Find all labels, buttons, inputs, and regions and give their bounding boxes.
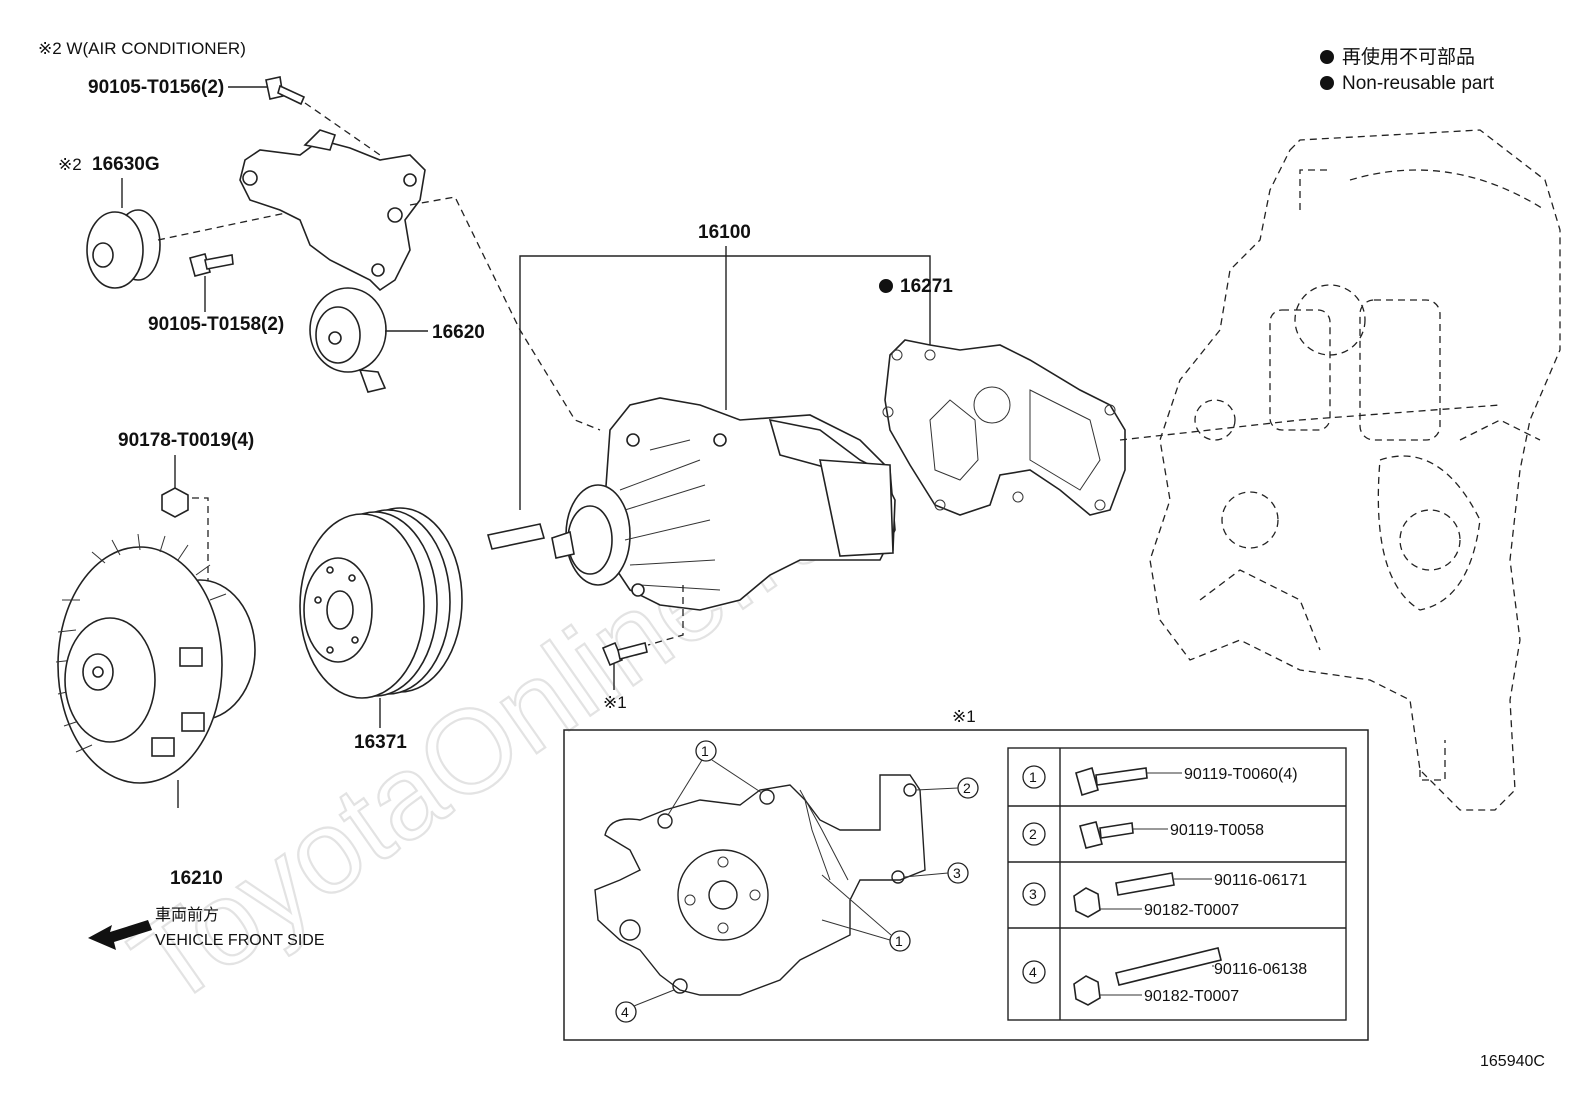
part-label-90105-t0158: 90105-T0158(2) bbox=[148, 314, 284, 335]
part-label-90105-t0156: 90105-T0156(2) bbox=[88, 77, 224, 98]
detail-box: ※1 1 2 3 bbox=[563, 707, 1369, 1041]
fluid-coupling-group: 16210 bbox=[55, 533, 256, 889]
part-label-90178-t0019: 90178-T0019(4) bbox=[118, 430, 254, 451]
vehicle-front-indicator: 車両前方 VEHICLE FRONT SIDE bbox=[88, 906, 325, 950]
callout-number: 1 bbox=[701, 743, 709, 759]
table-row: 3 90116-06171 90182-T0007 bbox=[1022, 872, 1307, 919]
non-reusable-legend: 再使用不可部品 Non-reusable part bbox=[1320, 46, 1495, 94]
part-label-16371: 16371 bbox=[354, 732, 407, 753]
aircon-note: ※2 W(AIR CONDITIONER) bbox=[38, 39, 246, 58]
bolt-icon bbox=[601, 641, 624, 667]
gasket-icon bbox=[884, 339, 1126, 516]
fastener-code: 90119-T0060(4) bbox=[1184, 766, 1298, 783]
callout-4: 4 bbox=[615, 989, 675, 1023]
table-row: 2 90119-T0058 bbox=[1022, 821, 1264, 849]
legend-en: Non-reusable part bbox=[1342, 73, 1495, 94]
part-label-ref1: ※1 bbox=[603, 693, 627, 712]
part-label-16620: 16620 bbox=[432, 322, 485, 343]
callout-number: 3 bbox=[953, 865, 961, 881]
fastener-code: 90182-T0007 bbox=[1144, 902, 1239, 919]
part-label-16271: 16271 bbox=[900, 276, 953, 297]
callout-number: 1 bbox=[895, 933, 903, 949]
fastener-code: 90182-T0007 bbox=[1144, 988, 1239, 1005]
fan-pulley-group: 16371 bbox=[299, 507, 463, 753]
fastener-code: 90116-06138 bbox=[1214, 961, 1307, 978]
row-number: 3 bbox=[1029, 886, 1037, 902]
idler-pulley-group: ※2 16630G bbox=[58, 154, 301, 289]
tensioner-group: 16620 bbox=[239, 129, 601, 431]
direction-jp: 車両前方 bbox=[155, 906, 219, 924]
non-reusable-bullet-icon bbox=[879, 279, 893, 293]
stud-icon bbox=[1115, 947, 1222, 986]
stud-icon bbox=[486, 523, 546, 550]
callout-3: 3 bbox=[903, 862, 969, 884]
fastener-code: 90119-T0058 bbox=[1170, 822, 1264, 839]
row-number: 4 bbox=[1029, 964, 1037, 980]
detail-title: ※1 bbox=[952, 707, 976, 726]
bolt-top-group: 90105-T0156(2) bbox=[88, 76, 381, 156]
table-row: 1 90119-T0060(4) bbox=[1022, 765, 1298, 797]
idler-pulley-mark: ※2 bbox=[58, 155, 82, 174]
bracket-bolt-group: 90105-T0158(2) bbox=[148, 253, 284, 335]
callout-2: 2 bbox=[915, 777, 979, 799]
pump-bolt-group: ※1 bbox=[601, 641, 648, 712]
stud-icon bbox=[1115, 872, 1175, 896]
bullet-icon bbox=[1320, 50, 1334, 64]
legend-jp: 再使用不可部品 bbox=[1342, 46, 1475, 68]
callout-1b: 1 bbox=[821, 874, 911, 952]
bullet-icon bbox=[1320, 76, 1334, 90]
table-row: 4 90116-06138 90182-T0007 bbox=[1022, 947, 1307, 1006]
figure-id: 165940C bbox=[1480, 1053, 1545, 1070]
fastener-table: 1 90119-T0060(4) 2 90119-T0058 3 bbox=[1007, 747, 1347, 1021]
callout-number: 2 bbox=[963, 780, 971, 796]
part-label-16630g: 16630G bbox=[92, 154, 160, 175]
direction-en: VEHICLE FRONT SIDE bbox=[155, 932, 325, 949]
callout-number: 4 bbox=[621, 1004, 629, 1020]
callout-1a: 1 bbox=[667, 740, 763, 816]
bolt-icon bbox=[1075, 766, 1099, 797]
row-number: 1 bbox=[1029, 769, 1037, 785]
fan-nut-group: 90178-T0019(4) bbox=[118, 430, 254, 590]
bolt-icon bbox=[1079, 821, 1103, 849]
part-label-16210: 16210 bbox=[170, 868, 223, 889]
arrow-left-icon bbox=[88, 920, 152, 950]
engine-block-illustration bbox=[1149, 129, 1561, 811]
nut-icon bbox=[1073, 975, 1101, 1006]
part-label-16100: 16100 bbox=[698, 222, 751, 243]
nut-icon bbox=[161, 487, 189, 518]
nut-icon bbox=[1073, 887, 1101, 918]
water-pump-group: 16100 bbox=[486, 222, 931, 646]
row-number: 2 bbox=[1029, 826, 1037, 842]
gasket-group: 16271 bbox=[879, 276, 1126, 516]
pump-outline-icon bbox=[594, 774, 926, 996]
fastener-code: 90116-06171 bbox=[1214, 872, 1307, 889]
tensioner-bracket-icon bbox=[239, 139, 426, 292]
